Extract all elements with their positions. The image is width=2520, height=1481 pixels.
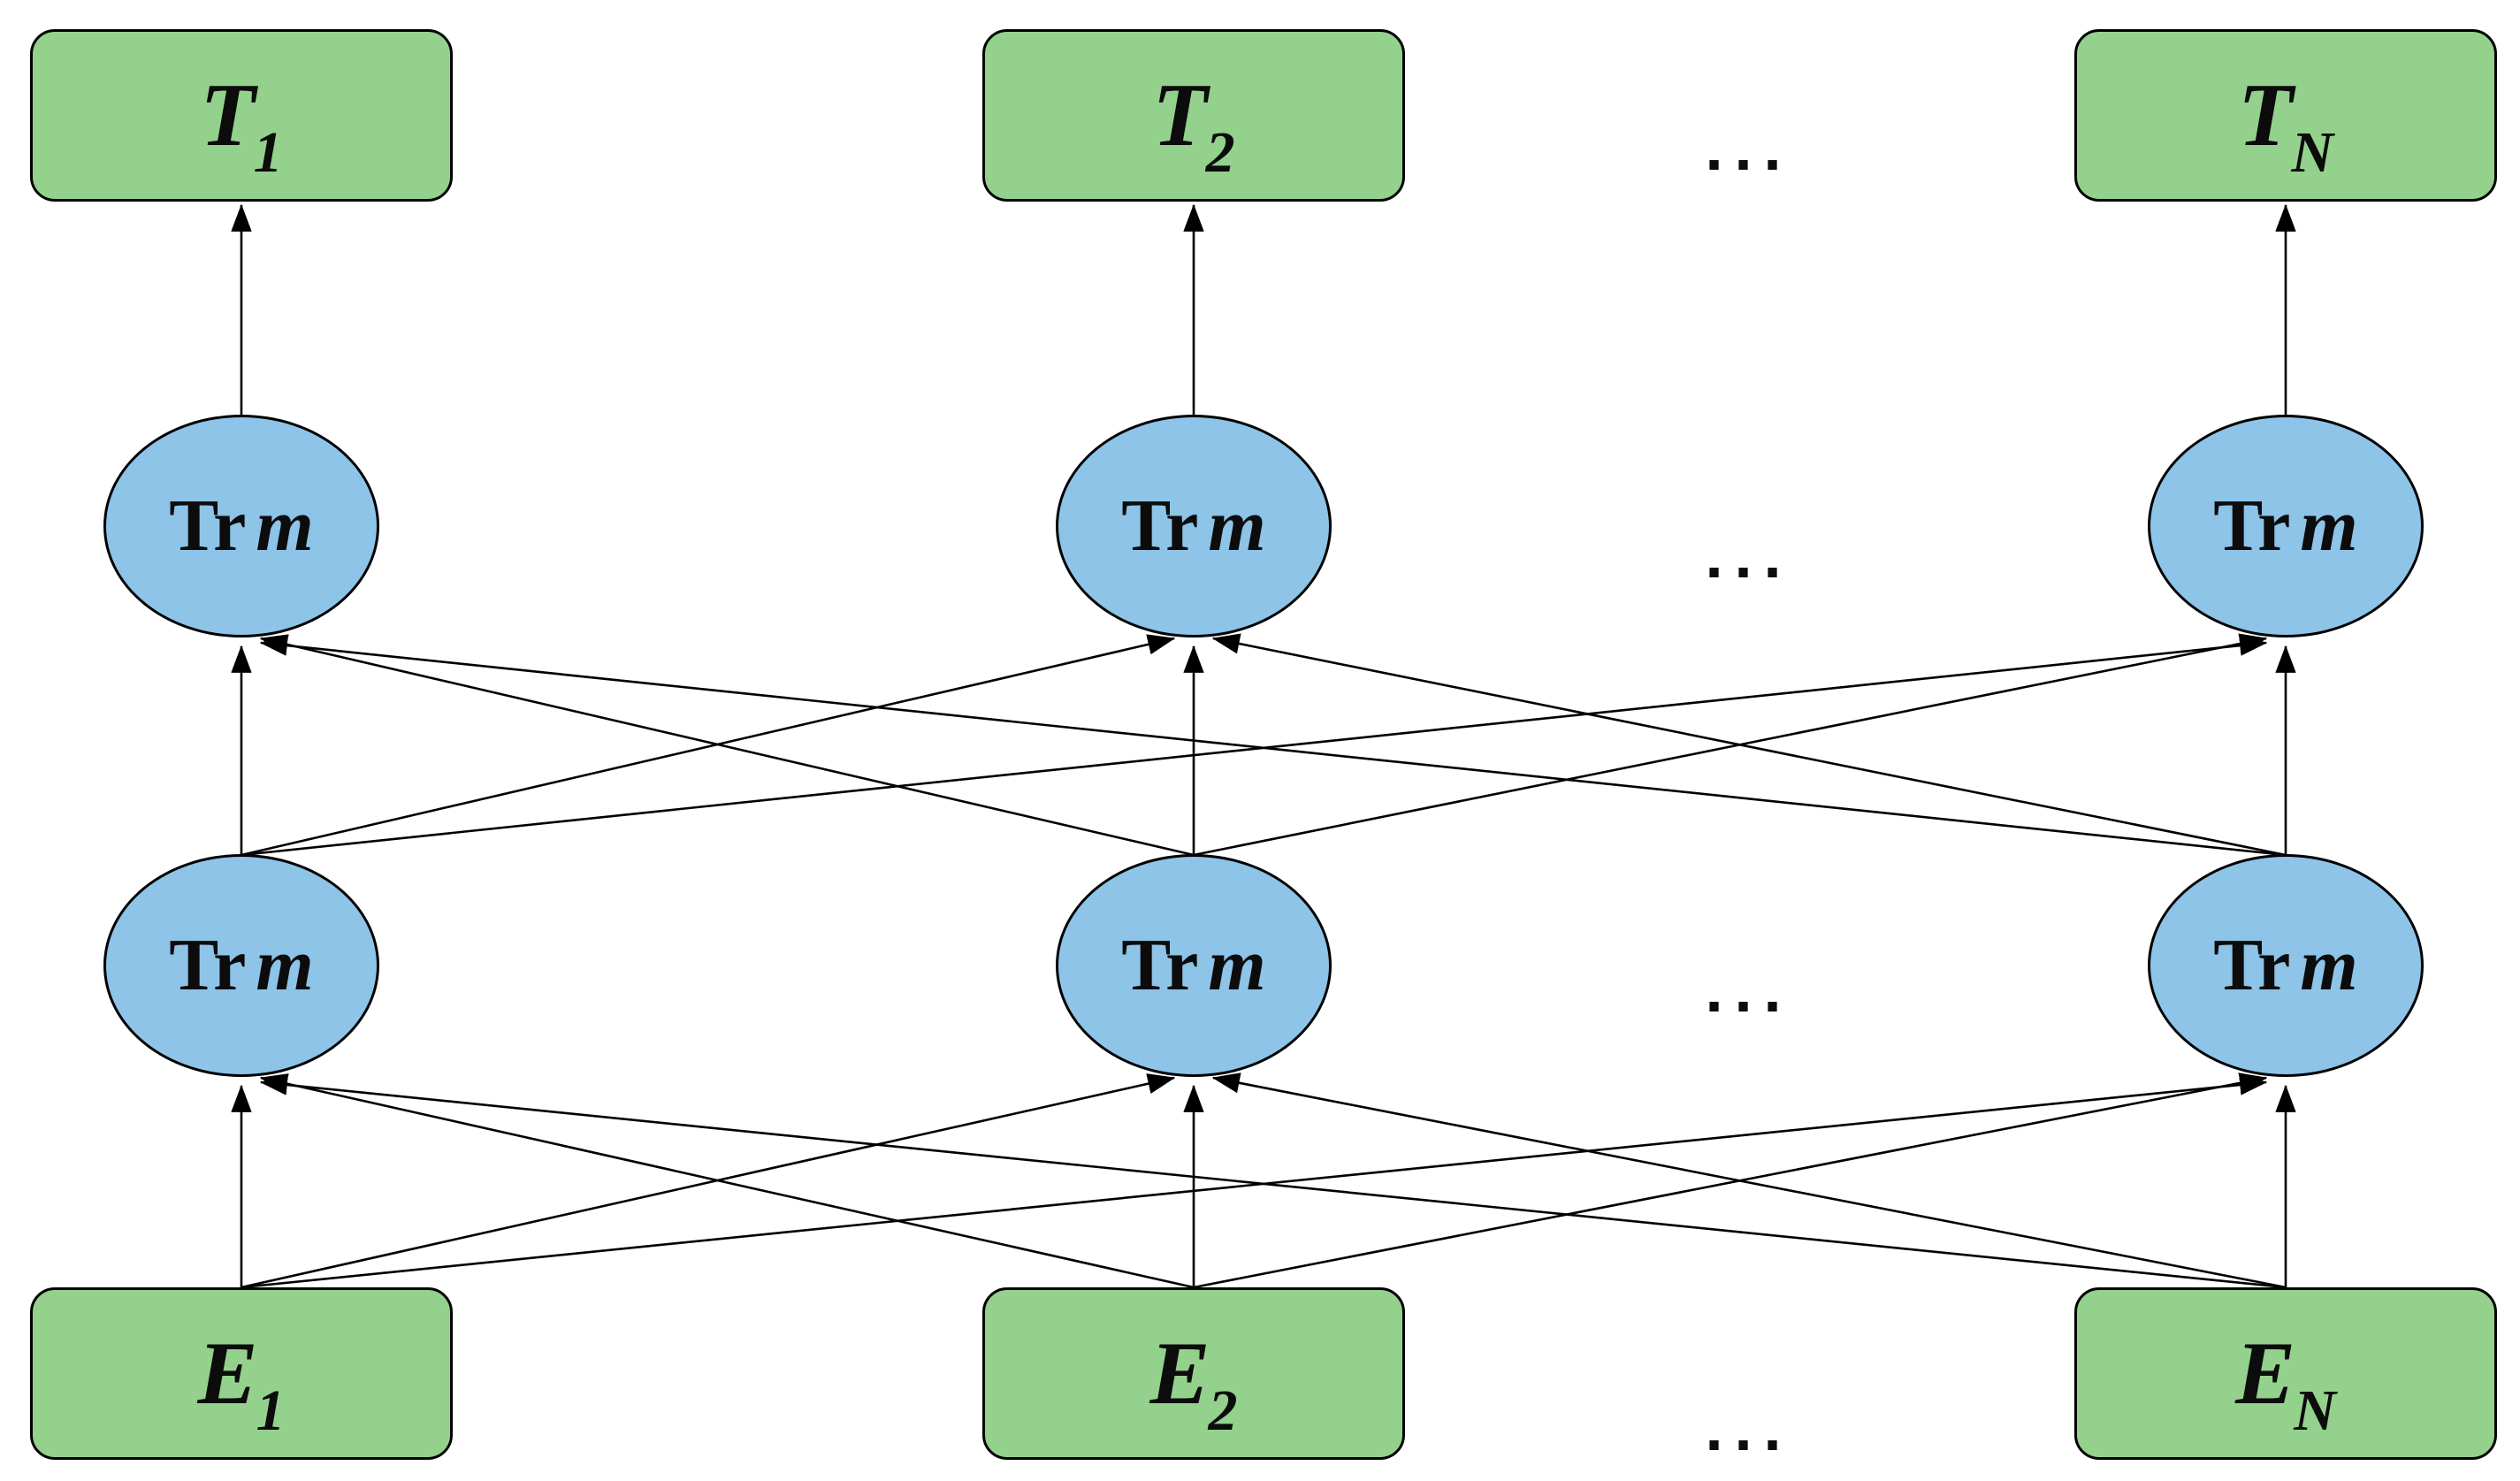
label-subscript: N — [2291, 119, 2333, 185]
label-main: T — [200, 65, 256, 165]
edge-e2-to-trm-lower1 — [259, 1073, 1195, 1289]
label-subscript: 1 — [256, 1378, 286, 1443]
ellipsis-input-row: ... — [1704, 1402, 1792, 1463]
input-box-eN: EN — [2074, 1287, 2497, 1460]
label-main: E — [197, 1323, 258, 1424]
ellipsis-output-row: ... — [1704, 122, 1792, 183]
output-label-t1: T1 — [200, 70, 282, 181]
edge-trm-lower2-to-upper1 — [259, 634, 1195, 857]
trm-italic: m — [256, 485, 314, 567]
output-box-tN: TN — [2074, 29, 2497, 202]
ellipsis-upper-trm-row: ... — [1704, 530, 1792, 591]
edge-trm-lower1-to-upper2 — [241, 634, 1176, 857]
trm-roman: Tr — [1121, 485, 1199, 567]
trm-italic: m — [2300, 924, 2358, 1006]
edge-eN-to-trm-lower1 — [259, 1074, 2287, 1289]
label-main: T — [1152, 65, 1208, 165]
edge-trm-lowerN-to-upper1 — [259, 635, 2287, 857]
trm-roman: Tr — [2213, 924, 2291, 1006]
edge-trm-lower1-to-upperN — [241, 635, 2268, 857]
label-main: T — [2238, 65, 2294, 165]
edge-e1-to-trm-lowerN — [241, 1074, 2268, 1289]
trm-roman: Tr — [2213, 485, 2291, 567]
output-label-tN: TN — [2238, 70, 2333, 181]
output-box-t2: T2 — [982, 29, 1405, 202]
output-box-t1: T1 — [30, 29, 453, 202]
edge-trm-lower2-to-upperN — [1193, 633, 2268, 857]
label-subscript: 1 — [253, 119, 283, 185]
trm-roman: Tr — [169, 924, 247, 1006]
input-label-e2: E2 — [1149, 1328, 1237, 1439]
trm-italic: m — [2300, 485, 2358, 567]
edge-e1-to-trm-lower2 — [241, 1073, 1176, 1289]
trm-roman: Tr — [1121, 924, 1199, 1006]
input-box-e1: E1 — [30, 1287, 453, 1460]
label-main: E — [1149, 1323, 1210, 1424]
edge-trm-lowerN-to-upper2 — [1211, 633, 2287, 857]
trm-italic: m — [1208, 485, 1266, 567]
output-label-t2: T2 — [1152, 70, 1234, 181]
trm-italic: m — [256, 924, 314, 1006]
ellipsis-lower-trm-row: ... — [1704, 964, 1792, 1025]
trm-italic: m — [1208, 924, 1266, 1006]
label-subscript: 2 — [1205, 119, 1235, 185]
edge-eN-to-trm-lower2 — [1211, 1073, 2287, 1289]
label-subscript: 2 — [1208, 1378, 1238, 1443]
trm-roman: Tr — [169, 485, 247, 567]
label-subscript: N — [2294, 1378, 2336, 1443]
input-label-eN: EN — [2235, 1328, 2336, 1439]
input-box-e2: E2 — [982, 1287, 1405, 1460]
input-label-e1: E1 — [197, 1328, 285, 1439]
label-main: E — [2235, 1323, 2296, 1424]
edge-e2-to-trm-lowerN — [1193, 1073, 2268, 1289]
